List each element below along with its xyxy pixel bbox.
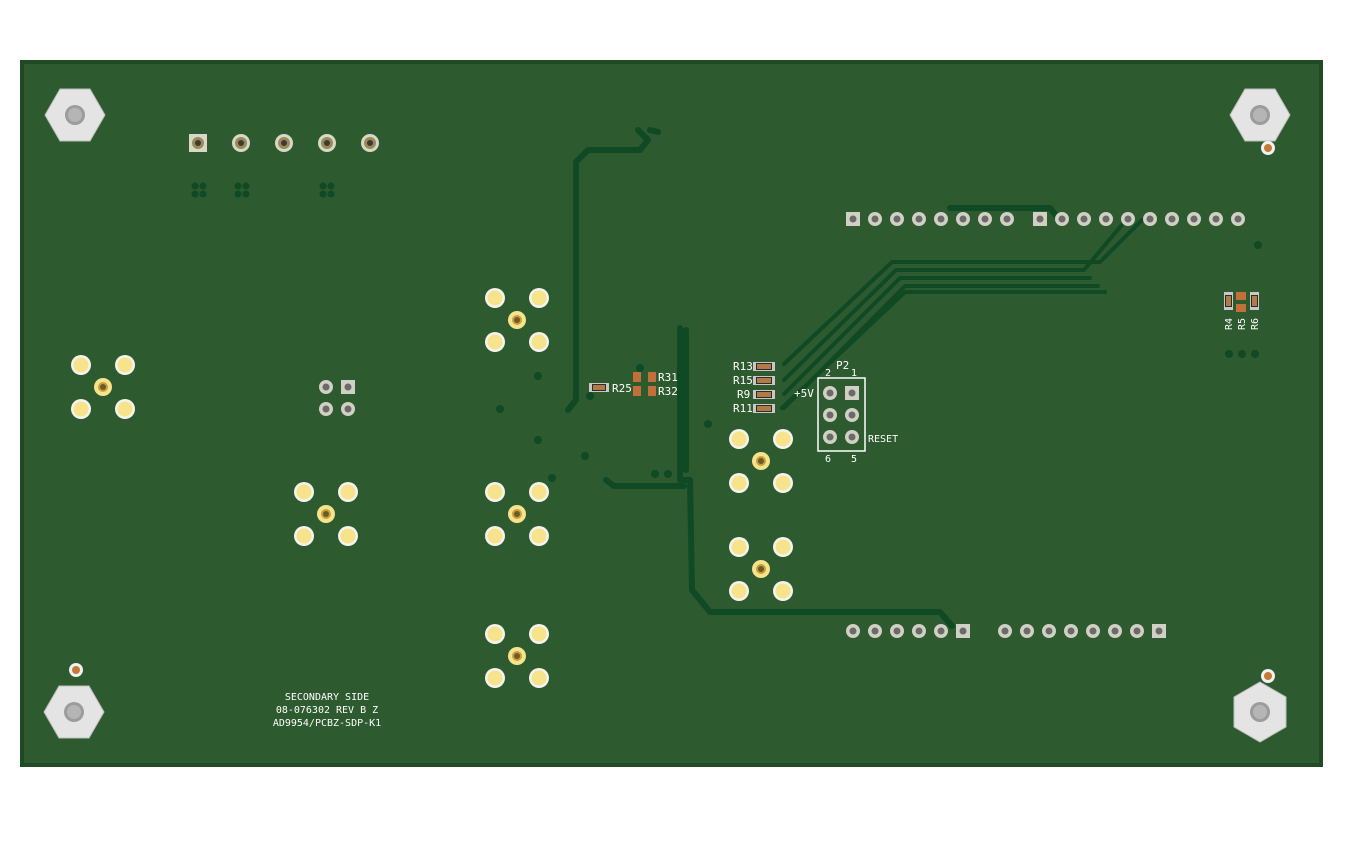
sma-footprint	[729, 537, 793, 601]
label-r25: R25	[612, 382, 632, 395]
header-pin	[912, 624, 926, 638]
header-pin	[846, 212, 860, 226]
label-p2-pin2: 2	[825, 368, 831, 379]
sma-footprint	[485, 482, 549, 546]
label-reset: RESET	[868, 434, 898, 445]
header-pin	[1130, 624, 1144, 638]
header-pin	[890, 624, 904, 638]
pcb-substrate	[20, 60, 1323, 767]
header-pin	[1152, 624, 1166, 638]
sma-footprint	[71, 355, 135, 419]
thermal-relief-pads	[191, 182, 335, 198]
hexagon-standoff-icon	[43, 88, 1291, 743]
header-pin	[890, 212, 904, 226]
header-pin	[1020, 624, 1034, 638]
header-pin	[319, 380, 333, 394]
header-pin	[189, 134, 207, 152]
label-p2-pin6: 6	[825, 454, 831, 465]
header-pin	[845, 430, 859, 444]
via-cluster	[496, 241, 1262, 482]
board-id-line-2: 08-076302 REV B Z	[276, 705, 378, 716]
sma-connector-footprint-icon	[71, 288, 793, 688]
header-pin	[1165, 212, 1179, 226]
sma-footprint	[729, 429, 793, 493]
header-pin	[1209, 212, 1223, 226]
header-pin	[868, 212, 882, 226]
label-p2: P2	[836, 359, 849, 372]
label-p2-pin1: 1	[851, 368, 857, 379]
board-id-line-1: SECONDARY SIDE	[285, 692, 369, 703]
header-pin	[232, 134, 250, 152]
header-pin	[845, 386, 859, 400]
header-pin	[1143, 212, 1157, 226]
label-r13: R13	[733, 360, 753, 373]
header-pin	[319, 402, 333, 416]
header-pin	[1042, 624, 1056, 638]
p2-header-outline	[817, 377, 866, 452]
header-pin	[1064, 624, 1078, 638]
label-r32: R32	[658, 385, 678, 398]
sma-footprint	[485, 288, 549, 352]
header-pin	[1121, 212, 1135, 226]
label-r11: R11	[733, 402, 753, 415]
header-pin	[998, 624, 1012, 638]
header-pin	[956, 624, 970, 638]
header-pin	[1231, 212, 1245, 226]
label-r6: R6	[1250, 318, 1261, 330]
bus-traces	[780, 218, 1144, 410]
header-pin	[1187, 212, 1201, 226]
fiducial-pads	[69, 141, 1275, 683]
label-plus5v: +5V	[794, 387, 814, 400]
header-pin	[1086, 624, 1100, 638]
header-pin	[1033, 212, 1047, 226]
header-pin	[341, 380, 355, 394]
header-pin	[1108, 624, 1122, 638]
sma-footprint	[294, 482, 358, 546]
header-pin	[934, 212, 948, 226]
header-pin	[868, 624, 882, 638]
label-r4: R4	[1224, 318, 1235, 330]
label-r5: R5	[1237, 318, 1248, 330]
label-r9: R9	[737, 388, 750, 401]
header-pin	[318, 134, 336, 152]
sma-footprint	[485, 624, 549, 688]
header-pin	[823, 430, 837, 444]
header-pin	[956, 212, 970, 226]
header-pin	[275, 134, 293, 152]
silkscreen-labels: R25 R31 R32 R13 R15 R9 R11 P2 2 1 6 5 +5…	[273, 318, 1261, 729]
copper-traces	[565, 127, 1061, 629]
header-pin	[912, 212, 926, 226]
header-pin	[934, 624, 948, 638]
header-pin	[823, 386, 837, 400]
header-pin	[1000, 212, 1014, 226]
label-r15: R15	[733, 374, 753, 387]
header-pin	[341, 402, 355, 416]
label-p2-pin5: 5	[851, 454, 857, 465]
header-pin	[846, 624, 860, 638]
header-pin	[1077, 212, 1091, 226]
header-pins	[189, 134, 1245, 638]
smd-resistors	[589, 292, 1259, 413]
header-pin	[823, 408, 837, 422]
board-id-line-3: AD9954/PCBZ-SDP-K1	[273, 718, 381, 729]
header-pin	[1055, 212, 1069, 226]
header-pin	[845, 408, 859, 422]
label-r31: R31	[658, 371, 678, 384]
header-pin	[978, 212, 992, 226]
header-pin	[361, 134, 379, 152]
header-pin	[1099, 212, 1113, 226]
